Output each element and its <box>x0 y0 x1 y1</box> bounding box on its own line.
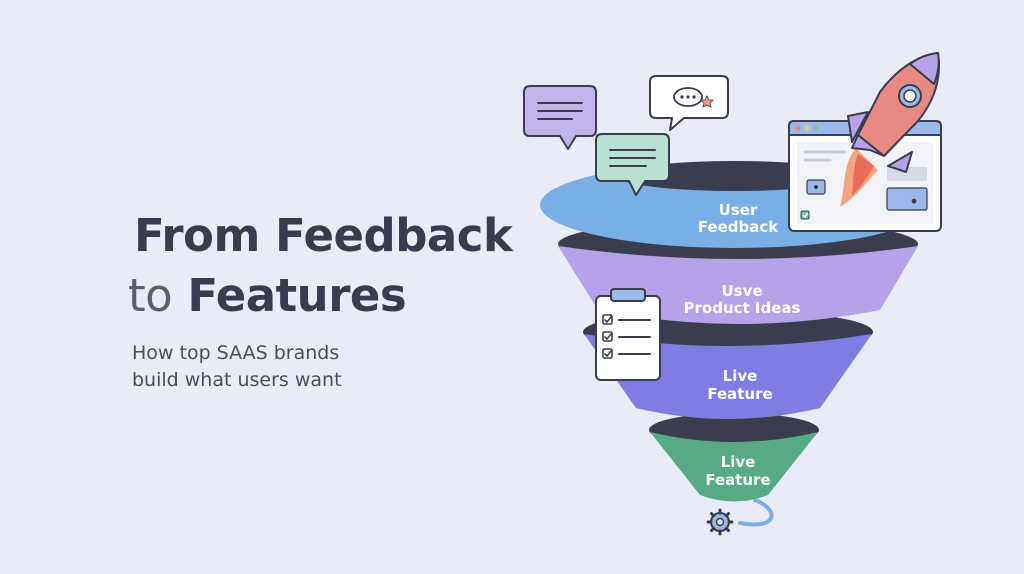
stage-2-label-line-1: Usve <box>721 282 762 300</box>
stage-4-label-line-2: Feature <box>705 471 770 489</box>
headline-line-1: From Feedback <box>134 209 513 262</box>
headline-to: to <box>128 269 173 322</box>
stage-3-label-line-1: Live <box>723 367 758 385</box>
stage-1-label-line-2: Feedback <box>698 218 779 236</box>
chat-dots-icon <box>649 75 729 131</box>
subheadline-line-2: build what users want <box>132 369 342 391</box>
stage-4-label-line-1: Live <box>721 453 756 471</box>
gear-icon <box>706 508 734 536</box>
stage-3-label-line-2: Feature <box>707 385 772 403</box>
headline: From Feedback to Features <box>128 206 513 326</box>
rocket-icon <box>840 52 940 207</box>
clipboard-checklist-icon <box>595 288 661 381</box>
chat-bubble-icon <box>595 133 670 196</box>
stage-1-label-line-1: User <box>719 201 758 219</box>
subheadline: How top SAAS brands build what users wan… <box>132 340 342 394</box>
chat-bubble-icon <box>523 85 597 150</box>
headline-features: Features <box>187 269 407 322</box>
stage-2-label-line-2: Product Ideas <box>684 299 801 317</box>
subheadline-line-1: How top SAAS brands <box>132 342 340 364</box>
funnel-stage-4: Live Feature <box>649 413 819 502</box>
headline-line-2: to Features <box>128 266 512 326</box>
funnel-connector <box>738 498 774 527</box>
